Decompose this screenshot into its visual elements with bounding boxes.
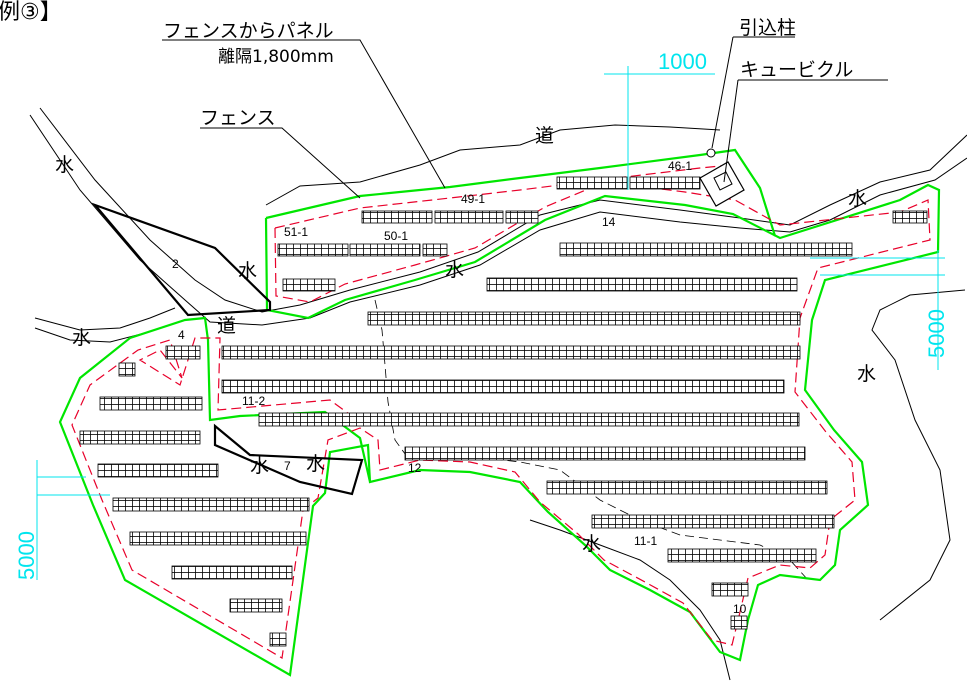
area-label: 14: [602, 215, 616, 229]
panel-row: [486, 277, 798, 292]
panel-row: [118, 362, 136, 377]
area-label: 50-1: [384, 229, 408, 243]
area-label: 46-1: [668, 159, 692, 173]
panel-row: [221, 379, 785, 394]
panel-row: [165, 345, 201, 360]
panel-row: [171, 565, 293, 580]
panel-row: [892, 210, 928, 224]
panel-row: [282, 278, 336, 292]
panel-row: [546, 480, 828, 495]
area-label: 49-1: [461, 192, 485, 206]
panel-row: [556, 176, 628, 190]
area-label: 12: [408, 461, 422, 475]
clearance-label: 離隔1,800mm: [218, 47, 334, 67]
lead-in-pole-label: 引込柱: [739, 17, 796, 39]
water-label: 水: [72, 327, 91, 349]
area-label: 4: [178, 328, 185, 342]
panel-row: [269, 632, 287, 647]
area-label: 2: [172, 257, 179, 271]
panel-row: [229, 598, 283, 613]
dimension-right: 5000: [924, 309, 949, 358]
road-label-top: 道: [535, 125, 554, 147]
area-label: 11-1: [634, 534, 657, 548]
panel-offset-line: [71, 164, 931, 659]
panel-row: [361, 210, 433, 224]
terrain-lines: [29, 107, 967, 681]
panel-row: [129, 531, 307, 546]
panel-row: [667, 548, 817, 563]
fence-label: フェンス: [200, 107, 276, 129]
dimension-left: 5000: [14, 531, 39, 580]
dimension-top: 1000: [658, 49, 707, 74]
panel-row: [422, 243, 448, 257]
panel-row: [97, 463, 219, 478]
water-label: 水: [306, 453, 325, 475]
area-label: 10: [733, 602, 747, 616]
water-label: 水: [857, 363, 876, 385]
cubicle-label: キュービクル: [740, 59, 853, 81]
pond-areas: [91, 202, 364, 496]
water-label: 水: [582, 533, 601, 555]
dimension-lines: [36, 66, 945, 580]
fence-outline: [58, 148, 941, 677]
fence-to-panel-label: フェンスからパネル: [163, 20, 334, 42]
panel-row: [404, 446, 806, 461]
cubicle-equipment: [699, 148, 745, 207]
panel-row: [434, 210, 504, 224]
panel-row: [730, 615, 748, 630]
area-label: 51-1: [284, 225, 308, 239]
water-label: 水: [238, 260, 257, 282]
panel-row: [629, 176, 701, 190]
area-label: 11-2: [242, 394, 265, 408]
panel-arrays: [79, 176, 928, 647]
water-label: 水: [55, 154, 74, 176]
panel-row: [79, 430, 201, 445]
water-label: 水: [250, 455, 269, 477]
panel-row: [591, 514, 835, 529]
panel-row: [559, 242, 853, 257]
panel-row: [99, 396, 203, 411]
panel-row: [112, 497, 310, 512]
panel-row: [258, 412, 800, 427]
panel-row: [711, 582, 749, 597]
road-label-left: 道: [217, 315, 236, 337]
panel-row: [349, 243, 421, 257]
water-label: 水: [445, 259, 464, 281]
leader-lines: [162, 36, 888, 199]
panel-row: [367, 311, 801, 326]
water-label: 水: [848, 188, 867, 210]
panel-row: [221, 345, 801, 360]
panel-row: [277, 243, 349, 257]
header-fragment: 例③】: [0, 0, 62, 25]
panel-row: [505, 210, 539, 224]
area-label: 7: [284, 459, 291, 473]
